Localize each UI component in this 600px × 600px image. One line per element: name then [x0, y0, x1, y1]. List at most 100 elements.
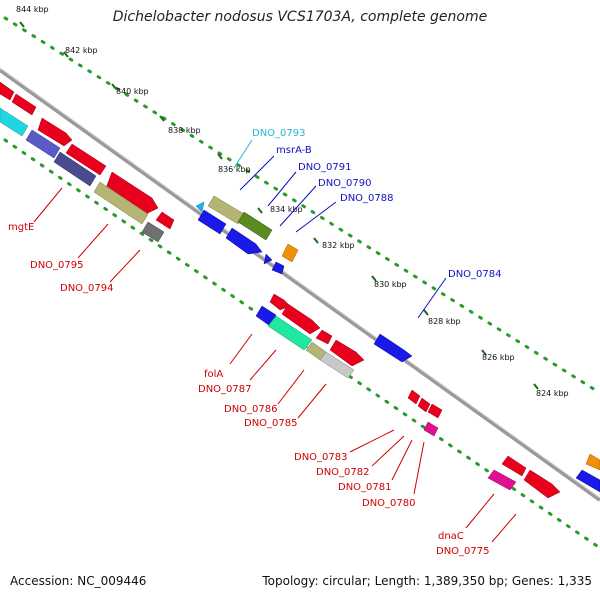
tick-830: [371, 275, 377, 282]
leader-line: [413, 441, 425, 495]
gene-arrow[interactable]: [373, 333, 413, 363]
gene-arrow[interactable]: [93, 181, 149, 225]
gene-arrow[interactable]: [315, 329, 333, 345]
tick-844: [19, 21, 25, 28]
ruler-label-834: 834 kbp: [270, 205, 303, 214]
leader-line: [109, 249, 141, 283]
leader-line: [77, 223, 109, 259]
tick-826: [481, 349, 487, 356]
leader-line: [33, 187, 63, 223]
leader-line: [297, 383, 327, 419]
leader-line: [417, 277, 447, 319]
leader-line: [279, 185, 317, 227]
gene-label-dno-0780[interactable]: DNO_0780: [362, 498, 416, 509]
gene-arrow[interactable]: [65, 143, 107, 176]
ruler-label-824: 824 kbp: [536, 389, 569, 398]
gene-arrow[interactable]: [585, 453, 600, 471]
leader-line: [277, 369, 305, 405]
gene-arrow[interactable]: [53, 151, 97, 187]
gene-arrow[interactable]: [225, 227, 263, 255]
ruler-label-828: 828 kbp: [428, 317, 461, 326]
accession-text: Accession: NC_009446: [10, 574, 147, 588]
gene-arrow[interactable]: [269, 293, 291, 311]
forward-strand-genes: [195, 195, 600, 493]
ruler-label-832: 832 kbp: [322, 241, 355, 250]
gene-label-dno-0794[interactable]: DNO_0794: [60, 283, 114, 294]
tick-842: [63, 51, 69, 58]
gene-arrow[interactable]: [25, 129, 61, 159]
leader-line: [465, 493, 495, 529]
leader-line: [233, 139, 253, 169]
leader-line: [229, 333, 253, 365]
genome-summary-text: Topology: circular; Length: 1,389,350 bp…: [262, 574, 592, 588]
leader-line: [491, 513, 517, 543]
ruler-label-826: 826 kbp: [482, 353, 515, 362]
leader-line: [295, 201, 337, 233]
leader-line: [239, 155, 275, 191]
gene-arrow[interactable]: [319, 351, 355, 379]
gene-label-dno-0788[interactable]: DNO_0788: [340, 193, 394, 204]
tick-840: [111, 83, 117, 90]
gene-arrow[interactable]: [207, 195, 245, 225]
gene-label-dno-0784[interactable]: DNO_0784: [448, 269, 502, 280]
gene-arrow[interactable]: [141, 221, 165, 243]
gene-arrow[interactable]: [105, 171, 159, 215]
ruler-label-844: 844 kbp: [16, 5, 49, 14]
gene-arrow[interactable]: [197, 209, 227, 235]
gene-arrow[interactable]: [281, 303, 321, 335]
gene-arrow[interactable]: [423, 421, 439, 437]
gene-label-mgte[interactable]: mgtE: [8, 222, 34, 233]
gene-arrow[interactable]: [407, 389, 421, 405]
gene-arrow[interactable]: [263, 253, 273, 265]
leader-line: [249, 349, 277, 381]
gene-label-dno-0785[interactable]: DNO_0785: [244, 418, 298, 429]
gene-label-dno-0793[interactable]: DNO_0793: [252, 128, 306, 139]
gene-arrow[interactable]: [237, 211, 273, 241]
gene-arrow[interactable]: [523, 469, 561, 499]
ruler-label-838: 838 kbp: [168, 126, 201, 135]
gene-label-dno-0795[interactable]: DNO_0795: [30, 260, 84, 271]
gene-arrow[interactable]: [501, 455, 527, 477]
leader-line: [371, 435, 405, 467]
ruler-ticks: [19, 21, 539, 390]
inner-ruler-track: [3, 138, 600, 550]
gene-arrow[interactable]: [267, 315, 313, 351]
gene-arrow[interactable]: [329, 339, 365, 367]
gene-label-dno-0781[interactable]: DNO_0781: [338, 482, 392, 493]
gene-label-dno-0775[interactable]: DNO_0775: [436, 546, 490, 557]
gene-label-dno-0786[interactable]: DNO_0786: [224, 404, 278, 415]
tick-836: [217, 153, 223, 160]
gene-arrow[interactable]: [427, 403, 443, 419]
gene-label-dno-0791[interactable]: DNO_0791: [298, 162, 352, 173]
genome-backbone-highlight: [0, 67, 600, 499]
gene-arrow[interactable]: [417, 397, 431, 413]
ruler-label-840: 840 kbp: [116, 87, 149, 96]
gene-arrow[interactable]: [0, 81, 15, 101]
gene-arrow[interactable]: [487, 469, 517, 491]
gene-label-fola[interactable]: folA: [204, 369, 223, 380]
gene-label-dno-0790[interactable]: DNO_0790: [318, 178, 372, 189]
gene-label-dno-0787[interactable]: DNO_0787: [198, 384, 252, 395]
gene-label-dnac[interactable]: dnaC: [438, 531, 464, 542]
map-title: Dichelobacter nodosus VCS1703A, complete…: [112, 9, 488, 25]
gene-arrow[interactable]: [281, 243, 299, 263]
gene-arrow[interactable]: [195, 201, 205, 213]
tick-828: [423, 309, 429, 316]
gene-label-dno-0782[interactable]: DNO_0782: [316, 467, 370, 478]
outer-ruler-track: [3, 16, 600, 395]
tick-834: [257, 207, 263, 214]
gene-arrow[interactable]: [37, 117, 73, 147]
ruler-label-836: 836 kbp: [218, 165, 251, 174]
gene-arrow[interactable]: [575, 469, 600, 493]
gene-arrow[interactable]: [11, 93, 37, 116]
gene-label-msra-b[interactable]: msrA-B: [276, 145, 312, 156]
ruler-label-830: 830 kbp: [374, 280, 407, 289]
gene-arrow[interactable]: [0, 107, 29, 137]
gene-label-dno-0783[interactable]: DNO_0783: [294, 452, 348, 463]
tick-832: [313, 237, 319, 244]
tick-824: [533, 383, 539, 390]
gene-arrow[interactable]: [271, 261, 285, 275]
leader-line: [267, 171, 297, 207]
gene-arrow[interactable]: [155, 211, 175, 230]
